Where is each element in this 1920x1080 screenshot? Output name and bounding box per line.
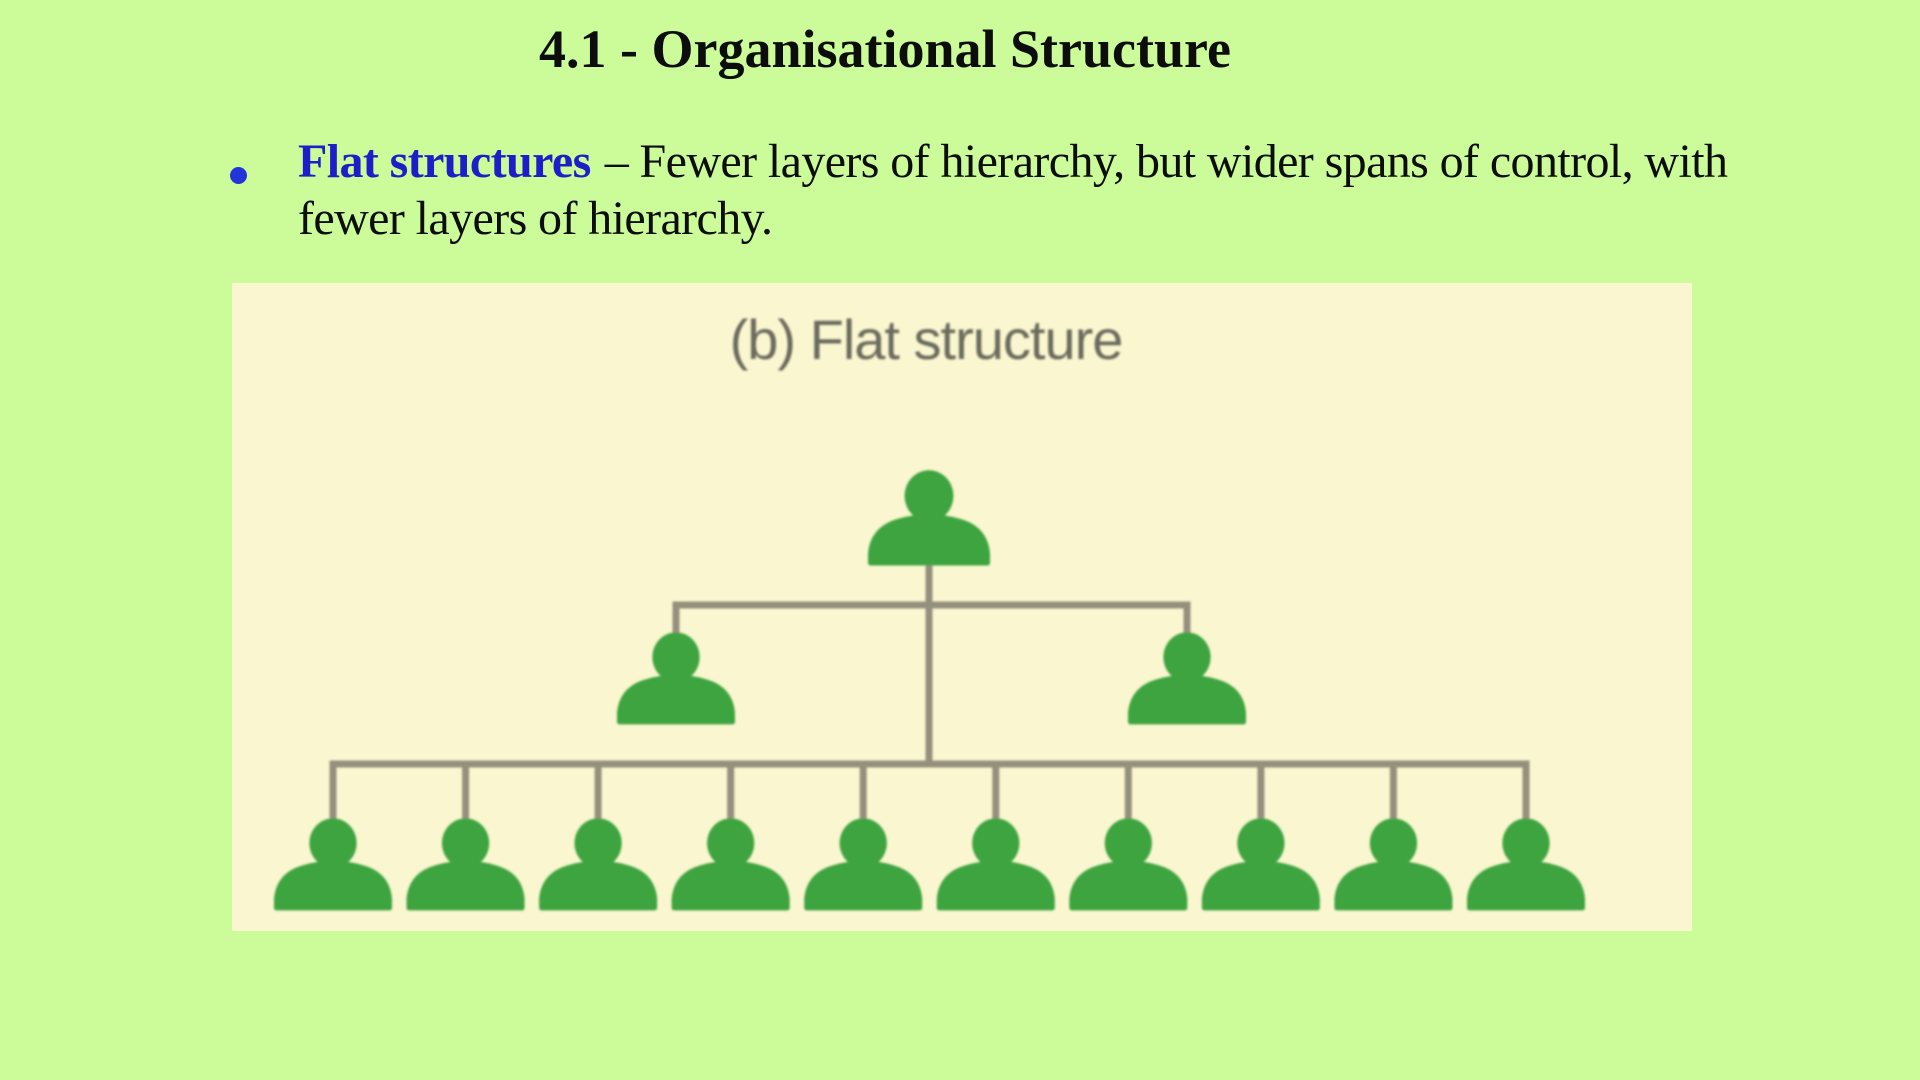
connector-lines — [329, 555, 1530, 828]
person-icon — [274, 818, 392, 911]
person-icon — [1069, 818, 1188, 911]
bullet-text: Flat structures– Fewer layers of hierarc… — [298, 133, 1868, 247]
slide-title: 4.1 - Organisational Structure — [539, 19, 1231, 79]
bullet-line2: fewer layers of hierarchy. — [298, 192, 773, 245]
person-icon — [936, 818, 1055, 911]
person-icon — [1201, 818, 1320, 911]
person-icon — [868, 470, 990, 566]
person-icon — [539, 818, 658, 911]
person-icon — [804, 818, 923, 911]
person-icon — [1128, 632, 1246, 725]
org-chart — [274, 470, 1585, 911]
person-icon — [617, 632, 735, 725]
diagram-panel: (b) Flat structure — [232, 283, 1692, 931]
bullet-dot-icon — [230, 167, 247, 184]
diagram-caption: (b) Flat structure — [729, 308, 1124, 371]
person-icon — [1334, 818, 1453, 911]
person-icon — [1467, 818, 1585, 911]
bullet-rest: – Fewer layers of hierarchy, but wider s… — [604, 135, 1728, 188]
person-icon — [671, 818, 790, 911]
bullet-item: Flat structures– Fewer layers of hierarc… — [228, 133, 1868, 247]
person-icon — [406, 818, 525, 911]
bullet-term: Flat structures — [298, 135, 591, 188]
